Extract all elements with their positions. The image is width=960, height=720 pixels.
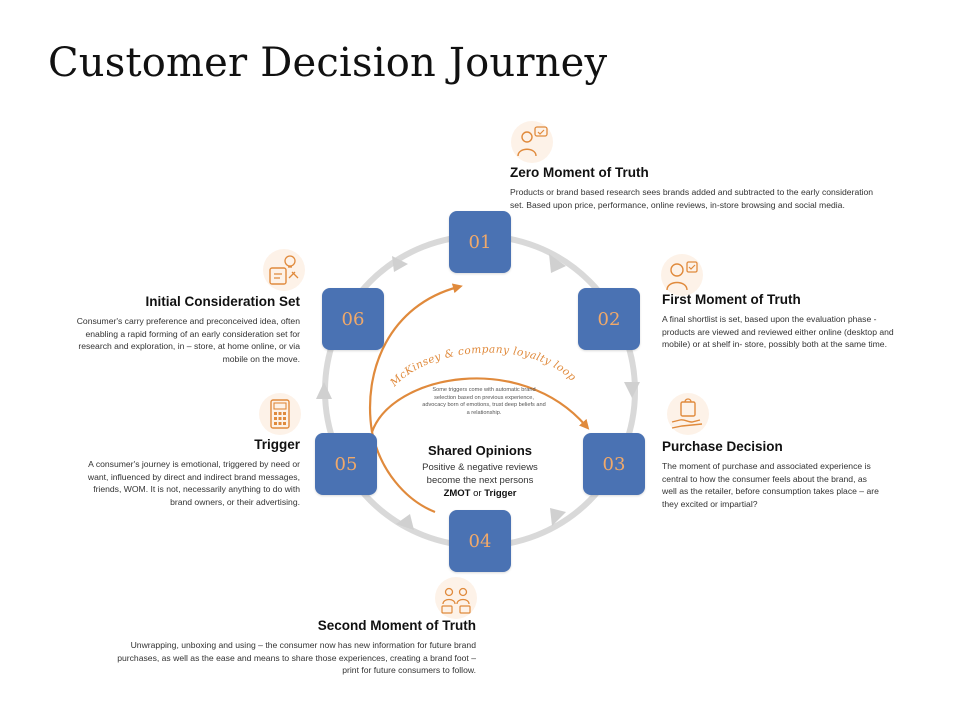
shared-opinions-heading: Shared Opinions [427,443,532,458]
step-01-block: Zero Moment of Truth Products or brand b… [510,165,880,211]
step-04-heading: Second Moment of Truth [317,618,476,633]
people-discussion-icon [434,576,478,620]
step-04-text: Unwrapping, unboxing and using – the con… [117,640,476,676]
step-02-block: First Moment of Truth A final shortlist … [662,292,902,351]
step-02-text: A final shortlist is set, based upon the… [662,314,894,350]
shared-opinions-text: Positive & negative reviews become the n… [422,462,538,486]
step-04-block: Second Moment of Truth Unwrapping, unbox… [100,618,476,677]
idea-tools-icon [262,248,306,292]
step-03-heading: Purchase Decision [662,439,783,454]
step-06-heading: Initial Consideration Set [145,294,300,309]
step-03-block: Purchase Decision The moment of purchase… [662,439,882,510]
ring-arrow [550,508,566,526]
step-box-01: 01 [449,211,511,273]
step-06-block: Initial Consideration Set Consumer's car… [56,294,300,365]
step-box-02: 02 [578,288,640,350]
shopper-check-icon [660,253,704,297]
ring-arrow [624,382,640,398]
step-box-04: 04 [449,510,511,572]
step-01-heading: Zero Moment of Truth [510,165,649,180]
step-01-text: Products or brand based research sees br… [510,187,874,210]
loop-label: McKinsey & company loyalty loop [387,344,578,390]
loop-note: Some triggers come with automatic brand … [422,387,546,416]
hand-bag-icon [666,392,710,436]
or-label: or [473,488,482,499]
step-05-block: Trigger A consumer's journey is emotiona… [80,437,300,508]
trigger-arc [370,377,590,433]
ring-arrow [316,382,332,399]
loyalty-loop-arc [368,283,463,433]
person-chat-icon [510,120,554,164]
step-03-text: The moment of purchase and associated ex… [662,461,879,509]
calculator-icon [258,392,302,436]
step-02-heading: First Moment of Truth [662,292,801,307]
trigger-label: Trigger [484,488,517,499]
shared-opinions: Shared Opinions Positive & negative revi… [410,443,550,500]
page-title: Customer Decision Journey [48,40,608,86]
ring-arrow [396,514,414,530]
step-06-text: Consumer's carry preference and preconce… [76,316,300,364]
step-05-heading: Trigger [254,437,300,452]
step-box-03: 03 [583,433,645,495]
ring-arrow [549,254,566,273]
shared-opinions-trigger: ZMOT or Trigger [410,487,550,500]
step-05-text: A consumer's journey is emotional, trigg… [87,459,300,507]
step-box-06: 06 [322,288,384,350]
step-box-05: 05 [315,433,377,495]
ring-arrow [392,256,408,272]
zmot-label: ZMOT [443,488,471,499]
